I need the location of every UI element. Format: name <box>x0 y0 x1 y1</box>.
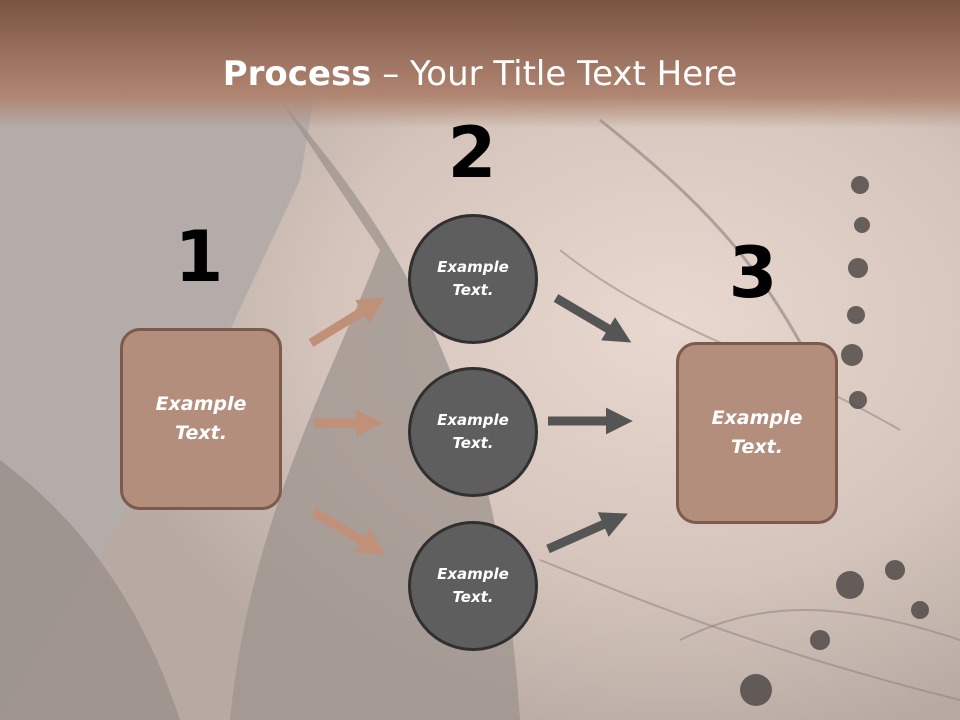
process-circle-3: Example Text. <box>408 521 538 651</box>
right-box-line-2: Text. <box>731 436 783 458</box>
step-number-2: 2 <box>447 112 497 194</box>
left-box-line-1: Example <box>155 393 247 415</box>
title-bold: Process <box>222 54 372 94</box>
circle-1-line-2: Text. <box>452 281 494 299</box>
left-box-line-2: Text. <box>175 422 227 444</box>
step-number-3: 3 <box>728 232 778 314</box>
circle-2-line-1: Example <box>437 411 509 429</box>
circle-2-line-2: Text. <box>452 434 494 452</box>
process-circle-2: Example Text. <box>408 367 538 497</box>
right-box-line-1: Example <box>711 407 803 429</box>
header-bar <box>0 0 960 128</box>
arrow-left-to-circle-3 <box>311 508 386 555</box>
title-rest: – Your Title Text Here <box>371 54 738 94</box>
arrow-circle-3-to-right <box>546 512 628 554</box>
arrow-left-to-circle-1 <box>308 297 386 347</box>
arrow-circle-1-to-right <box>553 294 632 343</box>
circle-1-line-1: Example <box>437 258 509 276</box>
process-circle-1: Example Text. <box>408 214 538 344</box>
slide-title: Process – Your Title Text Here <box>0 54 960 94</box>
circle-3-line-2: Text. <box>452 588 494 606</box>
right-process-box: Example Text. <box>676 342 838 524</box>
step-number-1: 1 <box>174 216 224 298</box>
circle-3-line-1: Example <box>437 565 509 583</box>
left-process-box: Example Text. <box>120 328 282 510</box>
